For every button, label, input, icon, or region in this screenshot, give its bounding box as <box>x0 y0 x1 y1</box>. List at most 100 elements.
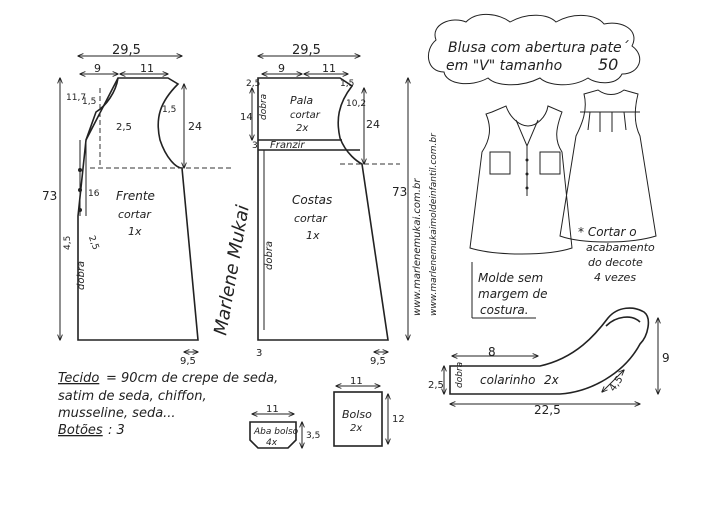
pocket-flap-qty: 4x <box>266 438 278 448</box>
back-dim-hem: 9,5 <box>370 356 386 367</box>
back-fold-label: dobra <box>264 241 275 270</box>
back-piece-cut: cortar <box>294 212 328 225</box>
back-dim-top-total: 29,5 <box>292 43 321 58</box>
pocket-name: Bolso <box>342 408 372 421</box>
collar-dim-bottom: 22,5 <box>534 403 561 417</box>
front-piece-qty: 1x <box>128 225 142 238</box>
title-line-2: em "V" tamanho <box>446 58 562 74</box>
collar-dim-top: 8 <box>488 345 496 359</box>
fabric-label: Tecido <box>58 371 99 386</box>
front-dim-placket: 16 <box>88 189 100 199</box>
pocket-flap-name: Aba bolso <box>253 427 299 437</box>
note-line-1: * Cortar o <box>578 225 637 239</box>
back-piece-name: Costas <box>292 193 332 207</box>
front-piece-cut: cortar <box>118 208 152 221</box>
pocket-flap-dim-h: 3,5 <box>306 431 320 441</box>
front-dim-placket2: 4,5 <box>63 236 73 250</box>
button-mark <box>78 188 82 192</box>
seam-allowance-note: Molde sem margem de costura. <box>471 262 547 319</box>
pocket-outline <box>333 391 383 447</box>
collar-dim-right: 9 <box>662 351 670 365</box>
front-dim-top-mid: 11 <box>140 62 154 75</box>
back-dim-top-mid: 11 <box>322 62 336 75</box>
back-dim-top-left: 9 <box>278 62 285 75</box>
front-dim-shoulder-2: 1,5 <box>162 105 176 115</box>
front-piece-name: Frente <box>116 189 155 203</box>
front-dim-hem: 9,5 <box>180 356 196 367</box>
back-pattern-piece: 29,5 9 11 2,5 1,5 14 10,2 24 73 Pala cor… <box>240 43 408 367</box>
blouse-button <box>525 158 529 162</box>
title-cloud: Blusa com abertura pate´ em "V" tamanho … <box>428 14 641 86</box>
blouse-right-pocket <box>539 151 561 175</box>
front-dim-neck-drop: 11,7 <box>66 93 86 103</box>
blouse-button <box>525 172 529 176</box>
pocket-flap-dim-w: 11 <box>266 404 279 415</box>
back-gather-label: Franzir <box>270 140 305 151</box>
note-block: * Cortar o acabamento do decote 4 vezes <box>578 225 655 284</box>
pocket-piece: 11 12 Bolso 2x <box>333 376 405 447</box>
pocket-dim-w: 11 <box>350 376 363 387</box>
back-dim-yoke-height: 14 <box>240 112 253 123</box>
designer-signature: Marlene Mukai <box>210 204 254 337</box>
front-dim-length: 73 <box>42 189 57 203</box>
pocket-dim-h: 12 <box>392 414 405 425</box>
back-dim-length: 73 <box>392 185 407 199</box>
seam-note-bracket <box>471 262 536 319</box>
fabric-line-3: musseline, seda... <box>58 406 176 421</box>
title-cloud-outline <box>428 14 641 86</box>
front-fold-label: dobra <box>76 261 87 290</box>
buttons-label: Botões <box>58 423 103 438</box>
yoke-qty: 2x <box>296 123 308 134</box>
button-mark <box>78 168 82 172</box>
pocket-flap-piece: 11 3,5 Aba bolso 4x <box>249 404 320 449</box>
front-dim-armhole: 24 <box>188 120 202 133</box>
title-size: 50 <box>598 55 618 74</box>
front-dim-shoulder-1: 1,5 <box>82 97 96 107</box>
blouse-left-pocket <box>489 151 511 175</box>
collar-inner-curve <box>605 316 641 327</box>
blouse-button <box>525 186 529 190</box>
back-dim-bottom-left: 3 <box>256 348 262 359</box>
website-2: www.marlenemukaimoldeinfantil.com.br <box>429 132 439 316</box>
website-1: www.marlenemukai.com.br <box>412 178 423 316</box>
yoke-cut: cortar <box>290 110 321 121</box>
title-line-1: Blusa com abertura pate´ <box>448 40 630 56</box>
blouse-back-gathers <box>587 111 627 132</box>
blouse-front-outline <box>469 105 573 255</box>
back-dim-armhole: 24 <box>366 118 380 131</box>
front-dim-diag: 2,5 <box>116 122 132 133</box>
buttons-value: : 3 <box>108 423 125 438</box>
note-line-2: acabamento <box>586 241 655 254</box>
seam-note-line-3: costura. <box>480 303 529 317</box>
seam-note-line-2: margem de <box>478 287 547 301</box>
note-line-4: 4 vezes <box>594 271 636 284</box>
back-dim-yoke-left: 2,5 <box>246 79 260 89</box>
collar-qty: 2x <box>544 373 560 387</box>
collar-label: colarinho <box>480 373 535 387</box>
collar-dim-left: 2,5 <box>428 380 444 391</box>
front-outline <box>77 77 199 341</box>
front-dim-diag2: 2,5 <box>86 235 100 252</box>
yoke-fold-label: dobra <box>259 94 269 120</box>
front-pattern-piece: 29,5 9 11 11,7 1,5 1,5 2,5 24 73 16 4,5 … <box>42 43 232 367</box>
yoke-name: Pala <box>290 94 313 107</box>
fabric-notes: Tecido = 90cm de crepe de seda, satim de… <box>58 371 278 438</box>
blouse-back-outline <box>559 89 657 243</box>
blouse-front-illustration <box>469 105 573 255</box>
fabric-line-1: = 90cm de crepe de seda, <box>106 371 278 386</box>
back-dim-yoke-edge: 10,2 <box>346 99 366 109</box>
collar-fold-label: dobra <box>455 362 465 388</box>
front-dim-top-total: 29,5 <box>112 43 141 58</box>
pocket-flap-outline <box>249 421 297 449</box>
back-piece-qty: 1x <box>306 229 320 242</box>
back-dim-yoke-right: 1,5 <box>340 79 354 89</box>
button-mark <box>78 208 82 212</box>
front-dim-top-left: 9 <box>94 62 101 75</box>
back-gather-left: 3 <box>252 141 258 151</box>
pocket-qty: 2x <box>350 423 362 434</box>
note-line-3: do decote <box>588 256 643 269</box>
blouse-back-illustration <box>559 89 657 243</box>
collar-pattern-piece: 8 2,5 22,5 4,5 9 dobra colarinho 2x <box>428 307 670 417</box>
seam-note-line-1: Molde sem <box>478 271 543 285</box>
collar-diag-arrow <box>602 370 624 392</box>
